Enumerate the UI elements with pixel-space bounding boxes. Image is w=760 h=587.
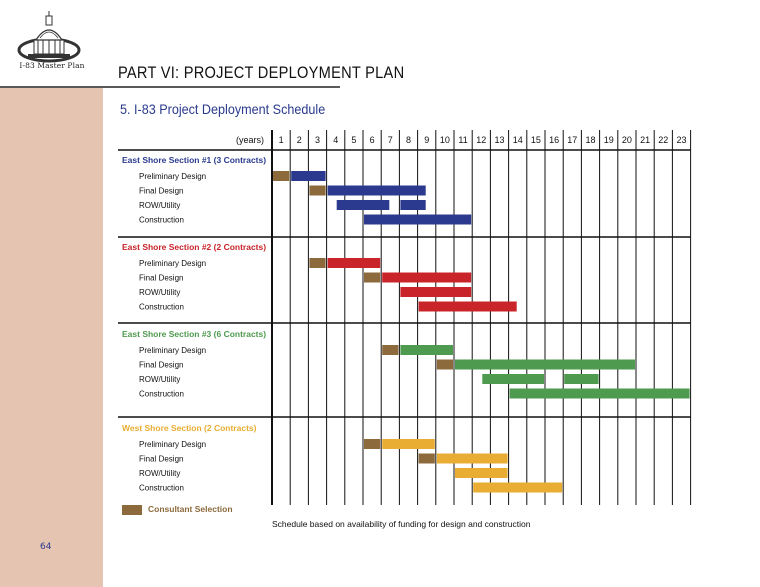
legend-label: Consultant Selection [148, 504, 233, 514]
task-label: Construction [139, 390, 184, 399]
consultant-selection-bar [364, 439, 381, 449]
consultant-selection-bar [273, 171, 290, 181]
section-title: East Shore Section #3 (6 Contracts) [122, 329, 266, 339]
left-sidebar [0, 86, 103, 587]
task-label: ROW/Utility [139, 469, 180, 478]
schedule-footnote: Schedule based on availability of fundin… [272, 519, 531, 529]
year-tick-label: 4 [333, 135, 338, 145]
year-tick-label: 15 [531, 135, 541, 145]
year-tick-label: 7 [388, 135, 393, 145]
consultant-selection-bar [418, 453, 435, 464]
schedule-bar [400, 200, 426, 210]
task-label: Preliminary Design [139, 440, 206, 449]
year-tick-label: 9 [424, 135, 429, 145]
page-title: PART VI: PROJECT DEPLOYMENT PLAN [118, 63, 405, 82]
schedule-bar [455, 468, 508, 478]
year-tick-label: 1 [279, 135, 284, 145]
logo-text: I-83 Master Plan [19, 61, 85, 70]
year-tick-label: 2 [297, 135, 302, 145]
schedule-bar [509, 388, 690, 399]
legend-swatch [122, 505, 142, 515]
schedule-bar [382, 272, 472, 283]
schedule-bar [382, 439, 435, 449]
year-tick-label: 11 [458, 135, 467, 145]
year-tick-label: 19 [604, 135, 614, 145]
page-subtitle: 5. I-83 Project Deployment Schedule [120, 101, 326, 117]
schedule-bar [336, 200, 390, 210]
task-label: Final Design [139, 274, 183, 283]
consultant-selection-bar [364, 272, 381, 283]
schedule-bar [400, 287, 472, 297]
section-title: East Shore Section #2 (2 Contracts) [122, 242, 266, 252]
task-label: Construction [139, 484, 184, 493]
schedule-bar [473, 482, 563, 493]
year-tick-label: 10 [440, 135, 450, 145]
section-title: East Shore Section #1 (3 Contracts) [122, 155, 266, 165]
year-tick-label: 16 [549, 135, 559, 145]
consultant-selection-bar [309, 185, 326, 196]
schedule-bar [327, 258, 381, 268]
task-label: ROW/Utility [139, 288, 180, 297]
schedule-bar [400, 345, 453, 355]
schedule-bar [436, 453, 508, 464]
task-label: Final Design [139, 361, 183, 370]
schedule-bar [291, 171, 326, 181]
capitol-logo-icon [17, 11, 81, 63]
task-label: Final Design [139, 187, 183, 196]
schedule-bar [564, 374, 599, 384]
year-tick-label: 13 [494, 135, 504, 145]
year-tick-label: 18 [585, 135, 595, 145]
task-label: Preliminary Design [139, 172, 206, 181]
header-rule [0, 86, 340, 88]
year-tick-label: 6 [370, 135, 375, 145]
task-label: Construction [139, 216, 184, 225]
schedule-bar [482, 374, 544, 384]
schedule-bar [455, 359, 635, 370]
consultant-selection-bar [436, 359, 453, 370]
schedule-bar [418, 301, 517, 312]
task-label: ROW/Utility [139, 375, 180, 384]
schedule-bar [327, 185, 426, 196]
section-title: West Shore Section (2 Contracts) [122, 423, 257, 433]
year-tick-label: 20 [622, 135, 632, 145]
year-tick-label: 22 [658, 135, 668, 145]
task-label: Preliminary Design [139, 259, 206, 268]
task-label: Construction [139, 303, 184, 312]
consultant-selection-bar [382, 345, 399, 355]
year-tick-label: 14 [513, 135, 523, 145]
year-tick-label: 3 [315, 135, 320, 145]
page-number: 64 [40, 542, 52, 552]
task-label: Preliminary Design [139, 346, 206, 355]
schedule-bar [364, 214, 472, 225]
task-label: ROW/Utility [139, 201, 180, 210]
task-label: Final Design [139, 455, 183, 464]
year-tick-label: 17 [567, 135, 577, 145]
x-axis-label: (years) [236, 135, 264, 145]
year-tick-label: 8 [406, 135, 411, 145]
consultant-selection-bar [309, 258, 326, 268]
year-tick-label: 5 [351, 135, 356, 145]
year-tick-label: 21 [640, 135, 650, 145]
year-tick-label: 23 [676, 135, 686, 145]
year-tick-label: 12 [476, 135, 486, 145]
